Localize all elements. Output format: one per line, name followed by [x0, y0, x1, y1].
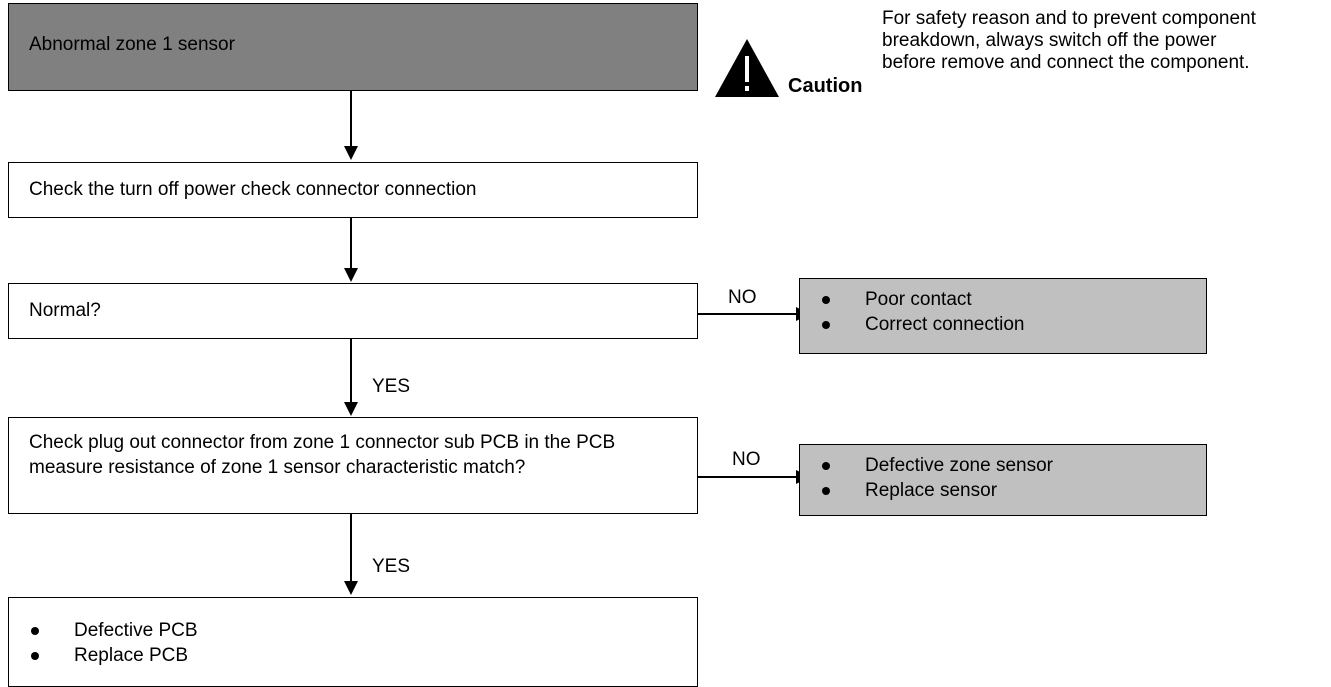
list-item: Replace sensor	[820, 478, 1053, 503]
decision-resistance-box: Check plug out connector from zone 1 con…	[8, 417, 698, 514]
check-connector-text: Check the turn off power check connector…	[29, 179, 477, 200]
warning-triangle-icon	[715, 39, 779, 97]
end-list: Defective PCB Replace PCB	[29, 618, 198, 668]
list-item: Defective zone sensor	[820, 453, 1053, 478]
result-defective-sensor-list: Defective zone sensor Replace sensor	[820, 453, 1053, 503]
no-branch-line	[698, 313, 798, 315]
end-box: Defective PCB Replace PCB	[8, 597, 698, 687]
flow-line	[350, 91, 352, 149]
decision-resistance-text: Check plug out connector from zone 1 con…	[29, 432, 616, 478]
start-box-text: Abnormal zone 1 sensor	[29, 34, 235, 55]
start-box: Abnormal zone 1 sensor	[8, 3, 698, 91]
result-defective-sensor-box: Defective zone sensor Replace sensor	[799, 444, 1207, 516]
flow-line	[350, 339, 352, 403]
list-item: Defective PCB	[29, 618, 198, 643]
decision-normal-text: Normal?	[29, 300, 101, 321]
no-label: NO	[732, 449, 761, 470]
arrow-head	[344, 268, 358, 282]
yes-label: YES	[372, 556, 411, 577]
arrow-head	[344, 146, 358, 160]
arrow-head	[344, 402, 358, 416]
no-label: NO	[728, 287, 757, 308]
list-item: Correct connection	[820, 312, 1024, 337]
result-poor-contact-list: Poor contact Correct connection	[820, 287, 1024, 337]
caution-text: For safety reason and to prevent compone…	[882, 8, 1256, 73]
caution-title: Caution	[788, 75, 863, 97]
result-poor-contact-box: Poor contact Correct connection	[799, 278, 1207, 354]
yes-label: YES	[372, 376, 411, 397]
decision-normal-box: Normal?	[8, 283, 698, 339]
no-branch-line	[698, 476, 798, 478]
list-item: Replace PCB	[29, 643, 198, 668]
list-item: Poor contact	[820, 287, 1024, 312]
arrow-head	[344, 581, 358, 595]
flow-line	[350, 514, 352, 582]
check-connector-box: Check the turn off power check connector…	[8, 162, 698, 218]
flow-line	[350, 218, 352, 271]
